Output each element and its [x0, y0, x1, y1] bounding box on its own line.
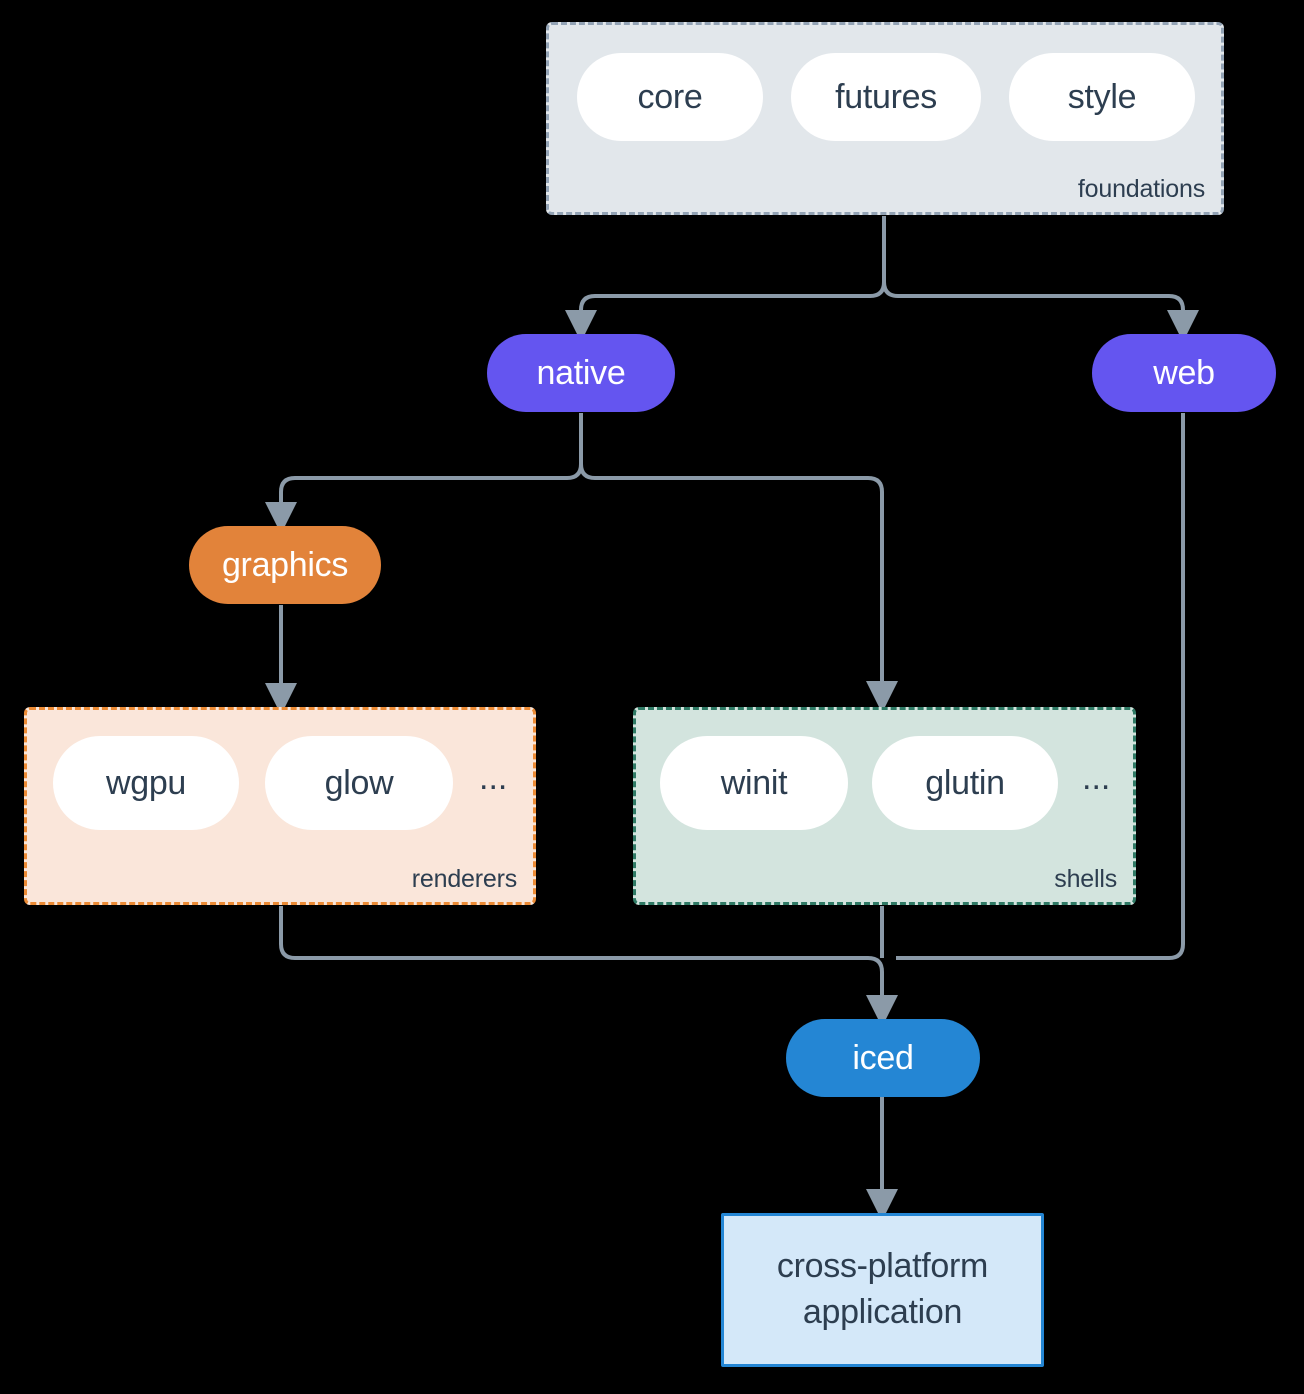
pill-winit[interactable]: winit: [660, 736, 848, 830]
pill-style-label: style: [1067, 77, 1137, 116]
node-iced[interactable]: iced: [786, 1019, 980, 1097]
pill-core[interactable]: core: [577, 53, 763, 141]
node-native-label: native: [536, 353, 626, 392]
edge-foundations-to-native: [565, 281, 886, 342]
group-foundations: core futures style foundations: [546, 22, 1224, 215]
edge-merge-to-iced: [866, 956, 898, 1027]
edge-foundations-to-web: [882, 281, 1199, 342]
pill-futures-label: futures: [835, 77, 937, 116]
pill-glow[interactable]: glow: [265, 736, 453, 830]
shells-ellipsis: ...: [1082, 759, 1111, 797]
edge-native-to-graphics: [265, 463, 583, 534]
node-graphics[interactable]: graphics: [189, 526, 381, 604]
renderers-ellipsis: ...: [479, 759, 508, 797]
node-graphics-label: graphics: [221, 545, 349, 584]
application-label-line-1: cross-platform: [776, 1247, 989, 1286]
edge-renderers-to-iced: [279, 906, 868, 960]
application-label-line-2: application: [802, 1293, 963, 1331]
node-cross-platform-application[interactable]: cross-platform application: [721, 1213, 1044, 1367]
pill-wgpu[interactable]: wgpu: [53, 736, 239, 830]
pill-style[interactable]: style: [1009, 53, 1195, 141]
pill-wgpu-label: wgpu: [105, 763, 187, 802]
group-shells-label: shells: [1054, 865, 1117, 893]
pill-futures[interactable]: futures: [791, 53, 981, 141]
node-web-label: web: [1153, 353, 1215, 392]
group-foundations-label: foundations: [1077, 175, 1205, 203]
node-iced-label: iced: [852, 1038, 914, 1077]
group-renderers: wgpu glow ... renderers: [24, 707, 536, 905]
pill-winit-label: winit: [720, 763, 788, 802]
group-renderers-label: renderers: [411, 865, 517, 893]
pill-core-label: core: [637, 77, 703, 116]
pill-glow-label: glow: [324, 763, 394, 802]
pill-glutin[interactable]: glutin: [872, 736, 1058, 830]
node-web[interactable]: web: [1092, 334, 1276, 412]
pill-glutin-label: glutin: [925, 763, 1005, 802]
group-shells: winit glutin ... shells: [633, 707, 1136, 905]
node-native[interactable]: native: [487, 334, 675, 412]
edge-native-to-shells: [579, 463, 898, 713]
